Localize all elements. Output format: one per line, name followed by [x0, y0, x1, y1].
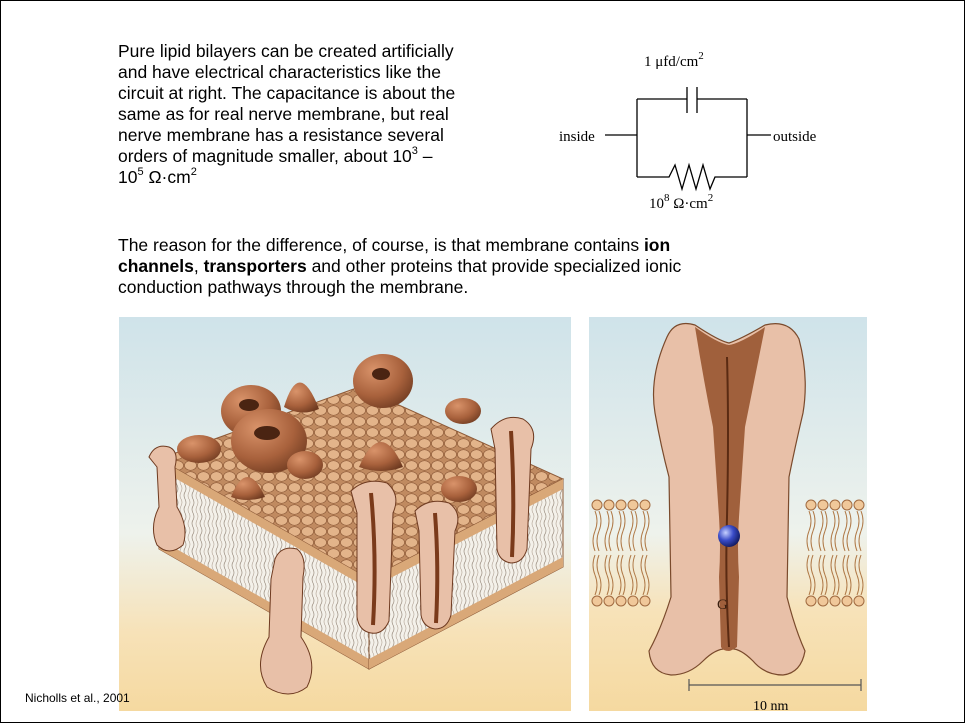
protein-pore [254, 426, 280, 440]
intro-line: circuit at right. The capacitance is abo… [118, 83, 548, 104]
protein-pore [239, 399, 259, 411]
capacitance-label: 1 μfd/cm2 [644, 54, 704, 71]
gate-label: G [717, 597, 728, 613]
exponent: 2 [191, 166, 197, 178]
protein-dome [445, 398, 481, 424]
exponent: 8 [664, 192, 670, 204]
channel-pore [435, 513, 437, 623]
inside-label: inside [559, 129, 595, 146]
protein-dome [287, 451, 323, 479]
membrane-block-illustration [119, 317, 571, 711]
intro-text: 10 [118, 167, 137, 187]
intro-line: and have electrical characteristics like… [118, 62, 548, 83]
explanation-line: The reason for the difference, of course… [118, 235, 818, 256]
outside-label: outside [773, 129, 816, 146]
channel-pore [511, 431, 513, 557]
intro-line: same as for real nerve membrane, but rea… [118, 104, 548, 125]
intro-line: nerve membrane has a resistance several [118, 125, 548, 146]
bold-term: ion [644, 235, 670, 255]
bold-term: channels [118, 256, 194, 276]
protein-pore [372, 368, 390, 380]
explanation-line: channels, transporters and other protein… [118, 256, 818, 277]
explanation-text: and other proteins that provide speciali… [307, 256, 682, 276]
intro-line: orders of magnitude smaller, about 103 – [118, 146, 548, 167]
resistance-text: Ω·cm [670, 196, 708, 212]
channel-cross-section-illustration: G [589, 317, 867, 711]
exponent: 2 [698, 50, 704, 62]
intro-paragraph: Pure lipid bilayers can be created artif… [118, 41, 548, 188]
intro-line: 105 Ω·cm2 [118, 167, 548, 188]
resistance-label: 108 Ω·cm2 [649, 196, 713, 213]
intro-text: orders of magnitude smaller, about 10 [118, 146, 412, 166]
intro-line: Pure lipid bilayers can be created artif… [118, 41, 548, 62]
exponent: 2 [708, 192, 714, 204]
explanation-paragraph: The reason for the difference, of course… [118, 235, 818, 298]
ion-sphere [718, 525, 740, 547]
intro-text: – [418, 146, 433, 166]
explanation-text: The reason for the difference, of course… [118, 235, 644, 255]
capacitance-text: 1 μfd/cm [644, 54, 698, 70]
protein-dome [441, 476, 477, 502]
protein-dome [353, 354, 413, 408]
intro-text: Ω·cm [144, 167, 191, 187]
exponent: 3 [412, 145, 418, 157]
exponent: 5 [137, 166, 143, 178]
explanation-text: , [194, 256, 204, 276]
resistor-zigzag [637, 165, 747, 189]
scale-bar-label: 10 nm [753, 699, 788, 715]
protein-dome [177, 435, 221, 463]
resistance-text: 10 [649, 196, 664, 212]
citation: Nicholls et al., 2001 [25, 691, 130, 705]
bold-term: transporters [204, 256, 307, 276]
explanation-line: conduction pathways through the membrane… [118, 277, 818, 298]
